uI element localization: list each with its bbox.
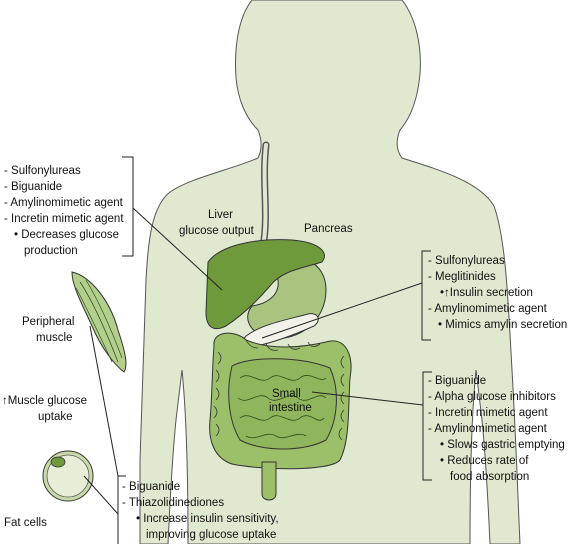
muscle-uptake-label: ↑Muscle glucose [2,395,87,407]
small-intestine-label: Small [272,388,301,400]
pancreas-drug-item: - Sulfonylureas [428,255,505,267]
pancreas-drug-item: - Amylinomimetic agent [428,303,548,315]
fat-drug-list: - Biguanide - Thiazolidinediones • Incre… [122,481,279,541]
liver-drug-item: - Amylinomimetic agent [4,197,124,209]
peripheral-muscle-label-2: muscle [36,332,72,344]
intestine-drug-item: - Alpha glucose inhibitors [428,391,556,403]
liver-drug-item: - Sulfonylureas [4,165,81,177]
pancreas-drug-effect: •↑Insulin secretion [440,287,533,299]
fat-drug-item: - Thiazolidinediones [122,497,224,509]
leader-intestine [311,391,424,406]
liver-drug-list: - Sulfonylureas - Biguanide - Amylinomim… [4,165,124,257]
leader-liver [132,207,223,291]
intestine-drug-effect: • Reduces rate of [440,455,529,467]
intestine-drug-item: - Incretin mimetic agent [428,407,548,419]
peripheral-muscle-label: Peripheral [22,316,74,328]
peripheral-muscle [71,271,127,373]
liver-drug-item: - Biguanide [4,181,62,193]
pancreas-drug-item: - Meglitinides [428,271,496,283]
liver-label: Liver [208,209,233,221]
small-intestine [228,358,337,450]
rectum [261,461,277,501]
small-intestine-label-2: intestine [269,402,312,414]
fat-drug-effect: improving glucose uptake [146,529,276,541]
fat-drug-item: - Biguanide [122,481,180,493]
bracket-pancreas [421,250,431,341]
intestine-drug-effect: • Slows gastric emptying [440,439,565,451]
fat-cells-label: Fat cells [4,517,47,529]
liver-drug-effect: • Decreases glucose [14,229,119,241]
bracket-intestine [422,371,432,481]
fat-drug-effect: • Increase insulin sensitivity, [136,513,279,525]
pancreas-label: Pancreas [304,223,353,235]
intestine-drug-item: - Biguanide [428,375,486,387]
leader-muscle [89,325,119,477]
liver-drug-effect: production [24,245,78,257]
liver-drug-item: - Incretin mimetic agent [4,213,124,225]
leader-pancreas [261,282,423,339]
intestine-drug-item: - Amylinomimetic agent [428,423,548,435]
pancreas-drug-list: - Sulfonylureas - Meglitinides •↑Insulin… [428,255,567,331]
muscle-uptake-label-2: uptake [38,411,73,423]
intestine-drug-effect: food absorption [450,471,529,483]
liver-output-label: glucose output [179,225,255,237]
leader-fat [83,475,119,515]
intestine-drug-list: - Biguanide - Alpha glucose inhibitors -… [428,375,565,483]
bracket-liver [122,156,134,257]
pancreas-drug-effect: • Mimics amylin secretion [438,319,567,331]
liver [205,239,325,330]
